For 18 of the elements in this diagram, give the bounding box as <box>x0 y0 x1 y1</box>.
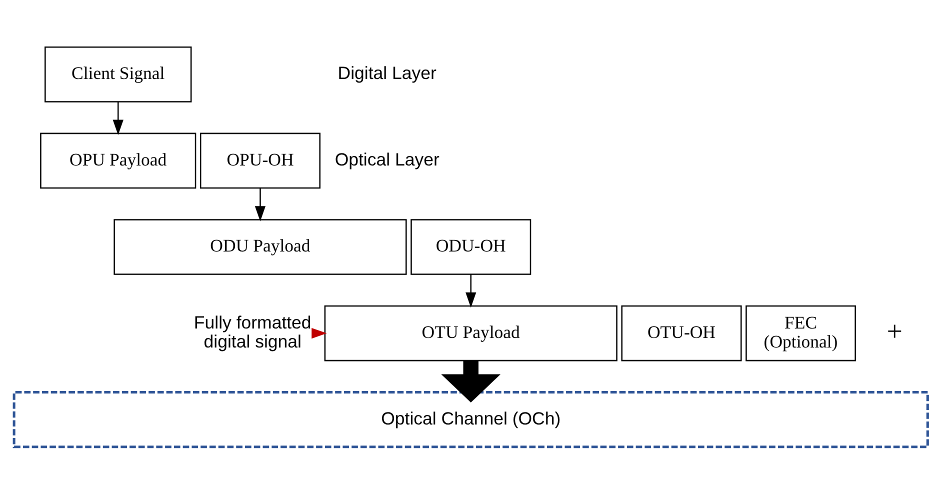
arrow <box>112 102 123 136</box>
node-text: Fully formatted digital signal <box>193 312 311 352</box>
arrow <box>440 360 500 402</box>
node-box: FEC (Optional) <box>745 305 856 362</box>
node-box: ODU Payload <box>113 219 406 275</box>
node-box: Client Signal <box>44 46 192 102</box>
node-box: ODU-OH <box>410 219 531 275</box>
node-box: OTU-OH <box>620 305 742 362</box>
arrow <box>311 328 326 339</box>
node-box: OTU Payload <box>324 305 617 362</box>
node-box: OPU Payload <box>40 132 196 189</box>
label: Digital Layer <box>337 63 436 84</box>
label: Optical Layer <box>334 149 439 170</box>
node-box: OPU-OH <box>199 132 320 189</box>
label: + <box>886 316 902 348</box>
arrow <box>465 274 476 308</box>
arrow <box>254 188 266 222</box>
node-box: Optical Channel (OCh) <box>12 391 928 448</box>
